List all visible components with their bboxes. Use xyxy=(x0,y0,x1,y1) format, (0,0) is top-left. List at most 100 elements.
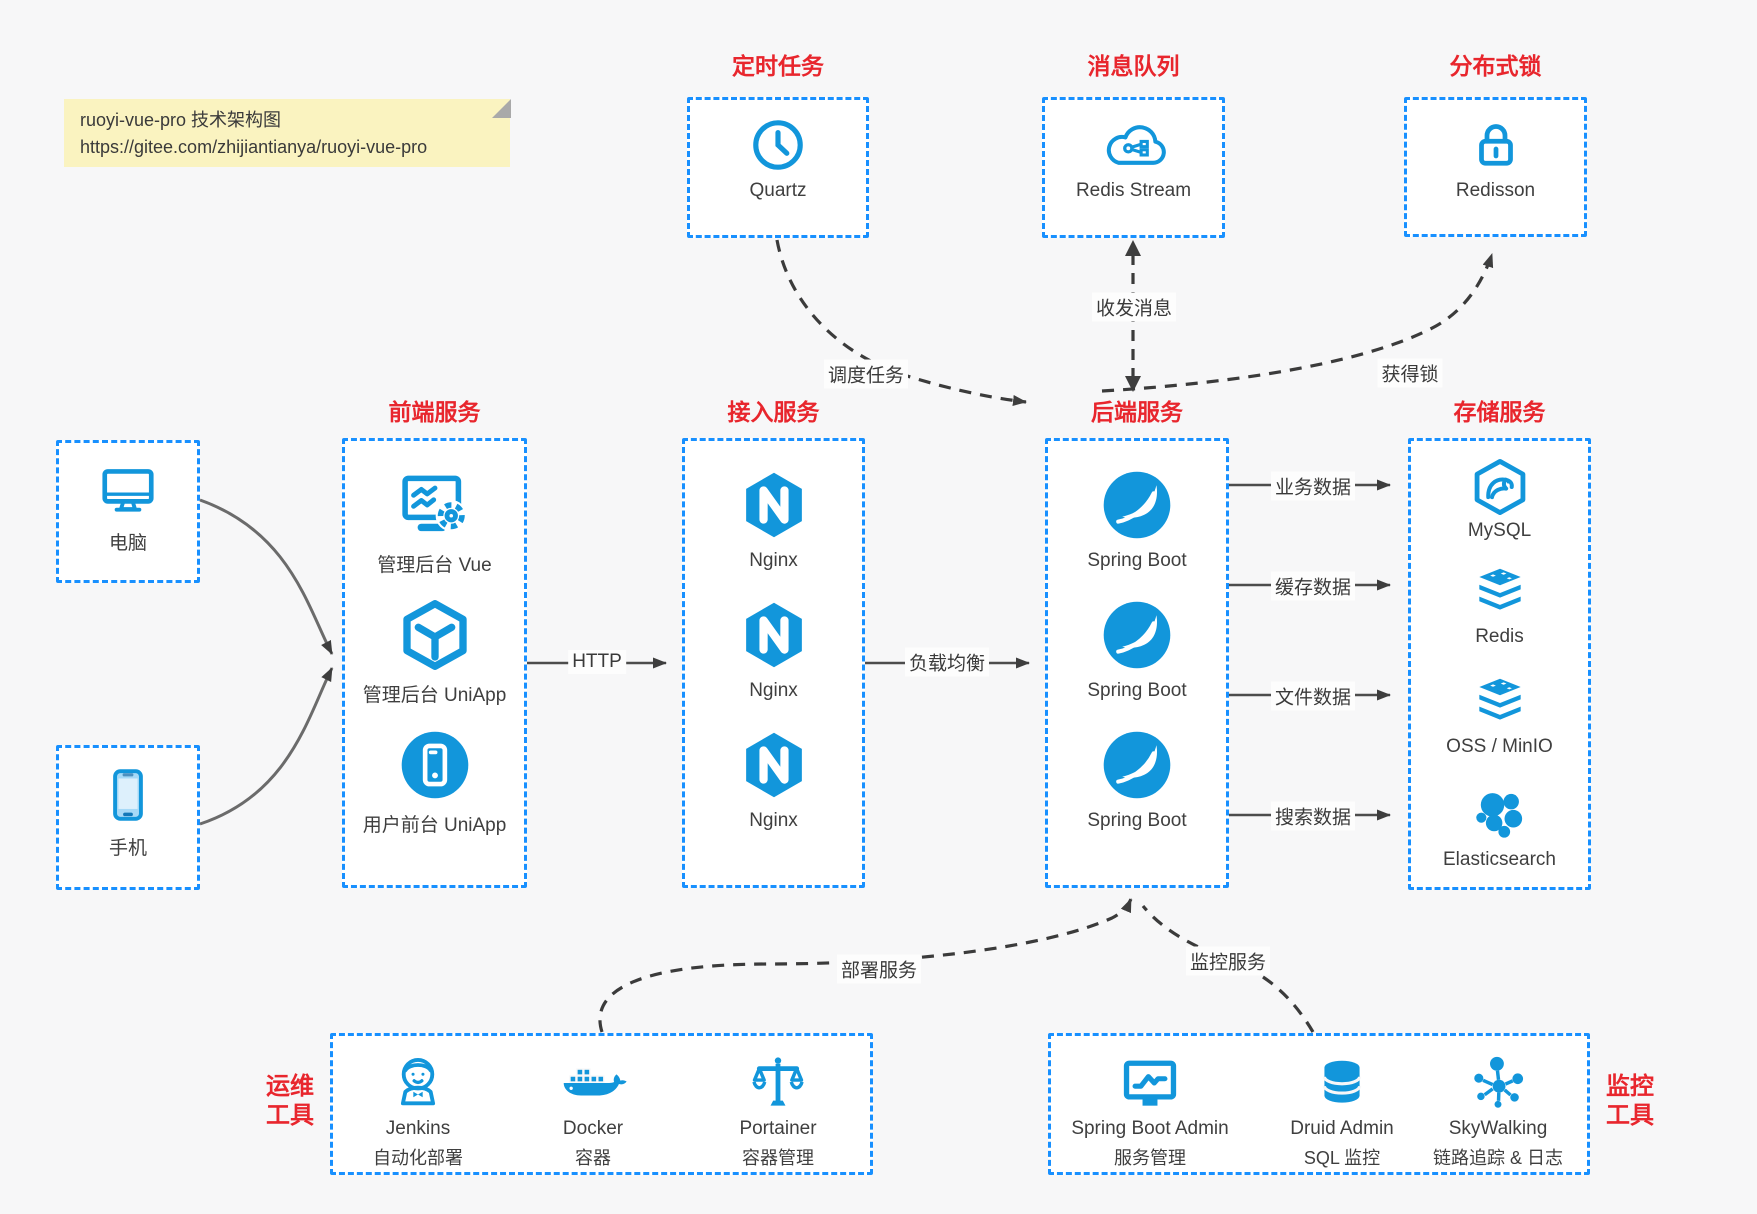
node-oss-minio-label: OSS / MinIO xyxy=(1446,736,1553,757)
edge-label-messaging: 收发消息 xyxy=(1091,292,1177,322)
oss-minio-icon xyxy=(1478,678,1521,720)
edge-label-business-data: 业务数据 xyxy=(1270,471,1356,501)
node-mysql xyxy=(1408,454,1591,520)
node-pc-label: 电脑 xyxy=(108,533,147,554)
edge-label-deploy: 部署服务 xyxy=(836,954,922,984)
group-box-storage xyxy=(1408,438,1591,890)
node-spring-boot-2 xyxy=(1045,596,1229,674)
node-druid-admin-desc: SQL 监控 xyxy=(1303,1148,1381,1168)
node-admin-vue-label: 管理后台 Vue xyxy=(377,555,492,576)
nginx-icon xyxy=(745,602,802,668)
group-box-distributed-lock xyxy=(1404,97,1587,237)
node-nginx-2 xyxy=(682,596,865,674)
skywalking-icon xyxy=(1474,1056,1524,1108)
elasticsearch-icon xyxy=(1475,793,1522,838)
lock-icon xyxy=(1478,124,1513,166)
node-docker-label: Docker xyxy=(562,1118,624,1139)
node-spring-boot-admin xyxy=(1050,1050,1250,1116)
edge-label-acquire-lock: 获得锁 xyxy=(1377,358,1443,388)
node-mysql-label: MySQL xyxy=(1467,520,1532,541)
title-frontend: 前端服务 xyxy=(388,399,481,425)
node-jenkins xyxy=(330,1050,506,1116)
node-skywalking xyxy=(1398,1050,1598,1116)
node-spring-boot-1-label: Spring Boot xyxy=(1087,550,1187,571)
node-admin-uniapp xyxy=(342,596,527,674)
node-portainer-label: Portainer xyxy=(739,1118,817,1139)
node-redisson xyxy=(1404,112,1587,178)
node-elasticsearch-label: Elasticsearch xyxy=(1443,849,1556,870)
edge-label-search-data: 搜索数据 xyxy=(1270,801,1356,831)
node-nginx-1-label: Nginx xyxy=(749,550,798,571)
node-quartz-label: Quartz xyxy=(749,180,807,201)
node-druid-admin xyxy=(1242,1050,1442,1116)
edge-label-load-balance: 负载均衡 xyxy=(904,647,990,677)
mysql-icon xyxy=(1474,459,1525,515)
edge-label-schedule: 调度任务 xyxy=(823,359,909,389)
edge-pc-to-frontend xyxy=(199,498,334,655)
edge-messaging-arrow-up xyxy=(1125,240,1141,256)
node-admin-vue xyxy=(342,466,527,544)
node-redis-stream-label: Redis Stream xyxy=(1075,180,1192,201)
edge-label-file-data: 文件数据 xyxy=(1270,681,1356,711)
node-quartz xyxy=(687,112,869,178)
node-skywalking-label: SkyWalking xyxy=(1448,1118,1548,1139)
title-gateway: 接入服务 xyxy=(727,399,820,425)
group-box-message-queue xyxy=(1042,97,1225,238)
node-nginx-2-label: Nginx xyxy=(749,680,798,701)
cube-icon xyxy=(402,600,467,670)
node-redis xyxy=(1408,559,1591,625)
edge-label-http: HTTP xyxy=(568,650,626,674)
spring-boot-icon xyxy=(1103,601,1171,669)
title-backend: 后端服务 xyxy=(1091,399,1183,425)
clock-icon xyxy=(753,120,803,170)
node-nginx-3-label: Nginx xyxy=(749,810,798,831)
node-nginx-3 xyxy=(682,726,865,804)
title-message-queue: 消息队列 xyxy=(1087,53,1180,79)
node-redis-label: Redis xyxy=(1475,626,1524,647)
node-portainer xyxy=(688,1050,868,1116)
node-pc xyxy=(56,458,200,522)
node-spring-boot-1 xyxy=(1045,466,1229,544)
node-skywalking-desc: 链路追踪 & 日志 xyxy=(1432,1148,1563,1168)
spring-boot-admin-icon xyxy=(1123,1060,1177,1106)
node-spring-boot-admin-label: Spring Boot Admin xyxy=(1071,1118,1229,1139)
node-spring-boot-admin-desc: 服务管理 xyxy=(1114,1148,1186,1168)
node-spring-boot-3 xyxy=(1045,726,1229,804)
node-phone-label: 手机 xyxy=(108,838,147,859)
node-portainer-desc: 容器管理 xyxy=(742,1148,814,1168)
node-jenkins-label: Jenkins xyxy=(385,1118,451,1139)
node-spring-boot-3-label: Spring Boot xyxy=(1087,810,1187,831)
node-docker xyxy=(503,1050,683,1116)
node-oss-minio xyxy=(1408,669,1591,735)
note-fold-corner xyxy=(492,99,511,118)
node-user-uniapp xyxy=(342,726,527,804)
side-label-ops: 运维 工具 xyxy=(266,1073,314,1129)
title-storage: 存储服务 xyxy=(1453,399,1546,425)
redis-icon xyxy=(1478,568,1521,610)
edge-label-monitor: 监控服务 xyxy=(1185,946,1271,976)
title-distributed-lock: 分布式锁 xyxy=(1449,53,1542,79)
portainer-icon xyxy=(752,1057,804,1106)
node-phone xyxy=(56,763,200,827)
nginx-icon xyxy=(745,472,802,538)
node-user-uniapp-label: 用户前台 UniApp xyxy=(362,815,507,836)
jenkins-icon xyxy=(400,1057,436,1106)
spring-boot-icon xyxy=(1103,471,1171,539)
cloud-stream-icon xyxy=(1106,125,1166,165)
node-druid-admin-label: Druid Admin xyxy=(1290,1118,1394,1139)
edge-phone-to-frontend xyxy=(199,667,334,826)
docker-icon xyxy=(563,1068,627,1096)
node-admin-uniapp-label: 管理后台 UniApp xyxy=(362,685,507,706)
node-nginx-1 xyxy=(682,466,865,544)
spring-boot-icon xyxy=(1103,731,1171,799)
node-redisson-label: Redisson xyxy=(1455,180,1536,201)
note-url: https://gitee.com/zhijiantianya/ruoyi-vu… xyxy=(80,137,428,157)
title-scheduled-tasks: 定时任务 xyxy=(732,53,824,79)
node-docker-desc: 容器 xyxy=(575,1148,611,1168)
node-jenkins-desc: 自动化部署 xyxy=(373,1148,463,1168)
nginx-icon xyxy=(745,732,802,798)
node-redis-stream xyxy=(1042,112,1225,178)
side-label-monitor: 监控 工具 xyxy=(1606,1073,1654,1129)
sticky-note: ruoyi-vue-pro 技术架构图 https://gitee.com/zh… xyxy=(64,99,510,167)
druid-icon xyxy=(1322,1060,1362,1103)
